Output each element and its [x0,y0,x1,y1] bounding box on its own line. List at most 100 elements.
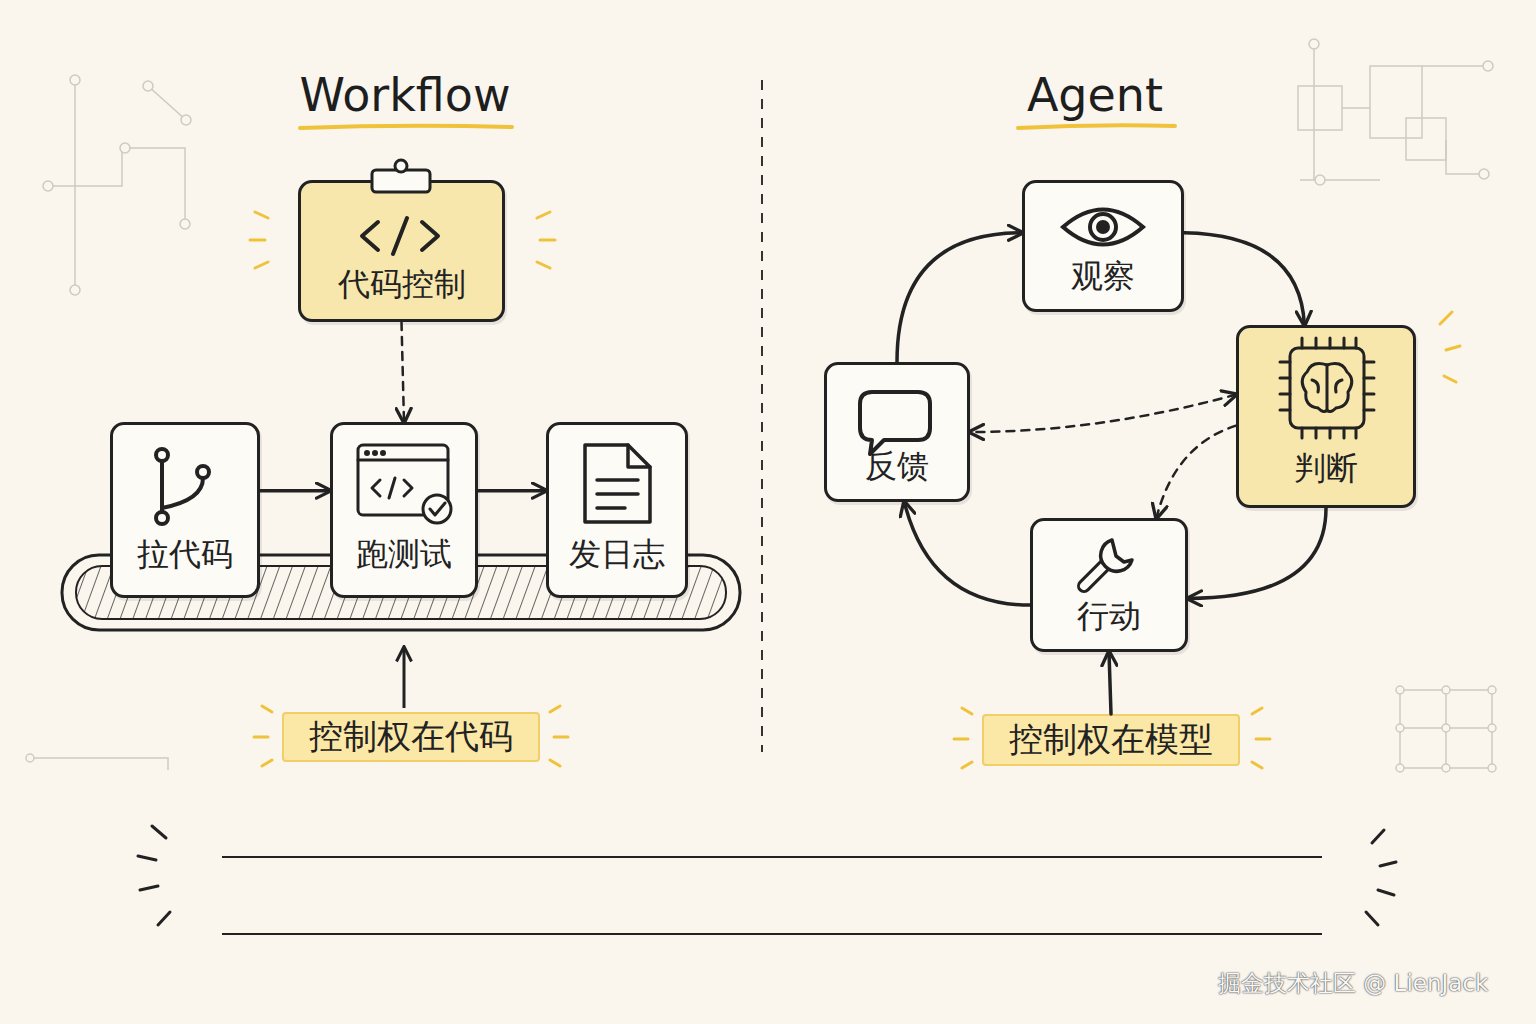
spark-marks [255,212,268,218]
circuit-decoration [26,754,34,762]
spark-marks [1380,862,1396,866]
spark-marks [550,760,560,766]
flow-arrow [904,502,1030,605]
spark-marks [1378,890,1394,895]
flow-arrow [1188,508,1326,598]
flow-arrow [1184,233,1304,325]
circuit-decoration [1442,724,1450,732]
circuit-decoration [148,86,186,120]
process-box: 拉代码 [110,422,260,598]
spark-marks [138,826,1396,925]
dashed-connector [970,395,1236,432]
circuit-decoration [70,75,80,85]
node-label: 拉代码 [137,536,233,573]
process-box: 跑测试 [330,422,478,598]
watermark: 掘金技术社区 @ LienJack [1218,968,1528,999]
spark-marks [1256,738,1270,741]
decision-box: 判断 [1236,325,1416,508]
spark-marks [962,708,972,714]
loop-step-box: 行动 [1030,518,1188,652]
circuit-decoration [181,115,191,125]
title-underline [300,125,1175,128]
process-box: 发日志 [546,422,688,598]
node-label: 跑测试 [356,536,452,573]
highlight-tag: 控制权在代码 [282,712,540,762]
circuit-decoration [1370,66,1422,138]
section-title: Agent [1000,68,1190,122]
circuit-decoration [43,181,53,191]
section-title: Workflow [290,68,520,122]
spark-marks [1444,376,1456,382]
node-label: 观察 [1071,258,1135,295]
circuit-decoration [1342,107,1370,109]
circuit-decoration [1313,44,1315,180]
node-label: 控制权在模型 [1009,720,1213,759]
circuit-decoration [1479,169,1489,179]
spark-marks [1252,708,1262,714]
circuit-decoration [70,285,80,295]
spark-marks [158,912,170,925]
circuit-decoration [1488,724,1496,732]
spark-marks [1366,912,1378,925]
circuit-decoration [1442,764,1450,772]
pointer-arrow [403,648,406,708]
circuit-decoration [1400,727,1492,729]
spark-marks [554,736,568,739]
spark-marks [540,239,555,242]
spark-marks [1440,312,1452,324]
circuit-decoration [1406,118,1446,160]
circuit-decoration [1400,690,1492,768]
circuit-decoration [1442,686,1450,694]
spark-marks [262,760,272,766]
flow-arrow [260,489,330,493]
circuit-decoration [1445,690,1447,768]
flow-arrow [1109,652,1111,714]
spark-marks [255,262,268,268]
circuit-decoration [1309,39,1319,49]
circuit-decoration [30,758,168,770]
flow-arrow [897,233,1022,362]
node-label: 判断 [1294,450,1358,487]
flow-arrow [478,489,546,493]
circuit-decoration [143,81,153,91]
spark-marks [537,212,550,218]
circuit-decoration [1483,61,1493,71]
circuit-decoration [1396,724,1404,732]
circuit-decoration [48,148,185,224]
circuit-decoration [1488,686,1496,694]
circuit-decoration [1488,764,1496,772]
node-label: 控制权在代码 [309,717,513,756]
spark-marks [1252,762,1262,768]
blank-lines [222,857,1322,934]
code-control-board: 代码控制 [298,180,505,322]
highlight-tag: 控制权在模型 [982,714,1240,766]
spark-marks [537,262,550,268]
section-divider [761,80,763,752]
circuit-decoration [120,143,130,153]
spark-marks [262,706,272,712]
node-label: 反馈 [865,448,929,485]
spark-marks [954,738,968,741]
title-underline [300,126,512,128]
blank-lines [222,856,1322,858]
spark-marks [250,239,265,242]
dashed-connector [402,322,405,422]
circuit-decoration [1422,65,1488,67]
circuit-decoration [1396,764,1404,772]
circuit-decoration [1396,686,1404,694]
title-underline [1018,125,1175,128]
dashed-connector [1156,426,1236,518]
circuit-decoration [1315,175,1325,185]
loop-step-box: 观察 [1022,180,1184,312]
circuit-decoration [1298,86,1342,130]
spark-marks [152,826,166,838]
blank-lines [222,933,1322,935]
clipboard-clip [395,160,407,172]
spark-marks [550,706,560,712]
spark-marks [254,736,268,739]
node-label: 代码控制 [338,266,466,303]
spark-marks [250,212,1460,768]
spark-marks [962,762,972,768]
circuit-decoration [1300,179,1380,181]
